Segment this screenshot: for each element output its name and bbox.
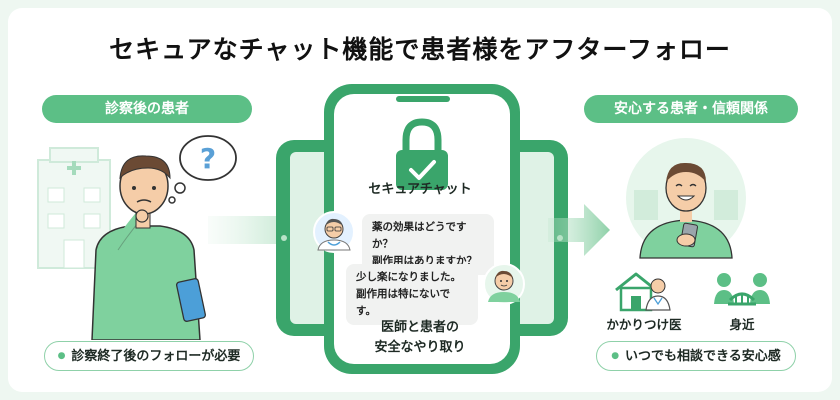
left-caption: ●診察終了後のフォローが必要 — [44, 341, 254, 371]
center-bottom-text: 医師と患者の 安全なやり取り — [374, 320, 466, 355]
right-badge: 安心する患者・信頼関係 — [584, 95, 798, 123]
chat-bubble-answer: 少し楽になりました。 副作用は特にないです。 — [346, 264, 478, 325]
icon-label-family-doctor: かかりつけ医 — [606, 317, 682, 332]
thought-bubble-icon — [168, 135, 237, 204]
worried-patient-illustration: ? — [37, 135, 237, 340]
happy-patient-illustration — [626, 138, 746, 259]
hospital-icon — [37, 147, 111, 269]
arrow-center-to-right — [548, 204, 610, 256]
secure-chat-label: セキュアチャット — [368, 182, 472, 197]
left-badge: 診察後の患者 — [42, 95, 252, 123]
icon-label-close: 身近 — [729, 317, 755, 332]
lock-icon — [396, 118, 448, 190]
people-bridge-icon — [714, 273, 770, 306]
clinic-doctor-icon — [615, 272, 671, 312]
patient-avatar — [483, 263, 525, 305]
question-mark: ? — [200, 142, 216, 175]
doctor-avatar — [313, 211, 355, 253]
page-title: セキュアなチャット機能で患者様をアフターフォロー — [109, 35, 731, 64]
right-caption: ●いつでも相談できる安心感 — [596, 341, 796, 371]
